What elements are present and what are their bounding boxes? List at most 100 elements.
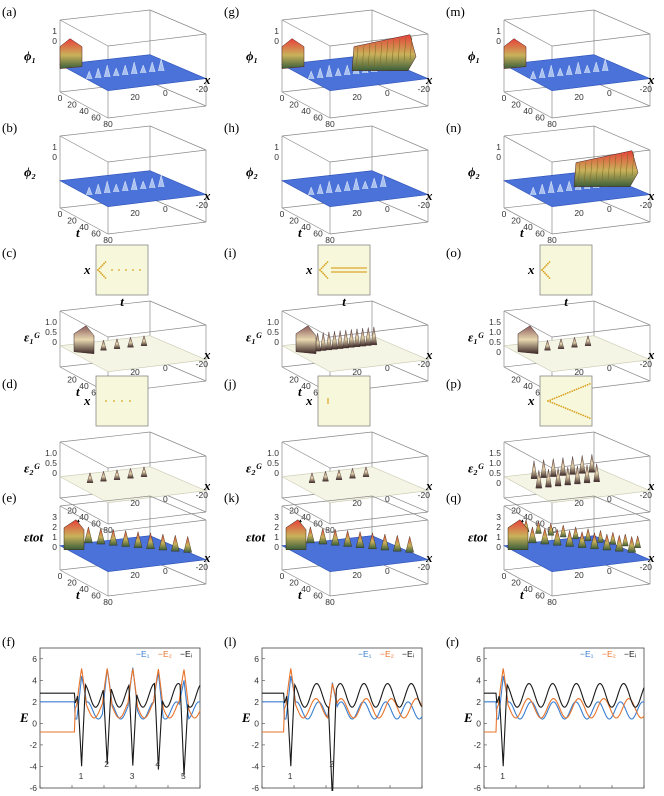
box-edge	[149, 9, 207, 35]
ripple-mark	[113, 183, 120, 193]
total-spike	[615, 535, 624, 552]
panel-label: (l)	[224, 634, 236, 649]
x-tick: -20	[196, 84, 209, 94]
z-tick: 0	[274, 36, 279, 46]
box-edge	[551, 149, 651, 163]
energy-spike	[554, 468, 562, 487]
axis-label-x: x	[203, 347, 211, 362]
ripple-mark	[353, 177, 360, 191]
t-tick: 40	[523, 512, 533, 522]
t-tick: 0	[502, 209, 507, 219]
ripple-mark	[584, 64, 591, 74]
z-tick: 1	[52, 532, 57, 542]
z-tick: 0	[496, 478, 501, 488]
curve-E2	[262, 668, 423, 733]
box-edge	[281, 505, 331, 533]
inset-dot	[100, 265, 102, 268]
box-edge	[503, 310, 553, 338]
stripe-rib	[625, 153, 629, 178]
ripple-mark	[317, 183, 324, 195]
inset-dot	[97, 269, 99, 271]
stripe-rib	[583, 161, 587, 186]
x-tick: -20	[196, 490, 209, 500]
z-tick: 1.0	[267, 448, 279, 458]
box-edge	[107, 455, 207, 469]
t-tick: 0	[58, 93, 63, 103]
stripe-rib	[631, 151, 635, 176]
inset-dot	[121, 400, 123, 402]
total-spike	[146, 532, 155, 550]
inset-dot	[573, 410, 576, 413]
energy-spike	[100, 470, 107, 482]
t-tick: 60	[313, 113, 323, 123]
x-tick: 20	[574, 367, 584, 377]
ripple-mark	[149, 177, 156, 189]
inset-dot	[365, 267, 367, 269]
soliton-stripe	[573, 150, 639, 187]
box-edge	[371, 431, 429, 457]
z-tick: 0	[274, 542, 279, 552]
surface-floor	[281, 466, 430, 504]
box-edge	[149, 81, 207, 107]
inset-frame	[317, 375, 371, 427]
box-edge	[551, 324, 651, 338]
axis-label-vertical: ϕ₁	[246, 49, 258, 64]
ripple-mark	[113, 67, 120, 77]
y-tick: 0	[476, 718, 481, 728]
ripple-mark	[140, 180, 147, 190]
legend-entry: −Eᵢ	[624, 649, 636, 659]
surface-floor	[503, 535, 652, 572]
surface-floor	[281, 535, 430, 572]
t-tick: 20	[511, 216, 521, 226]
t-tick: 20	[289, 100, 299, 110]
axis-label-vertical: ε₁ᴳ	[24, 330, 40, 345]
inset-xlabel: t	[120, 294, 124, 309]
ripple-mark	[149, 61, 156, 73]
energy-peak	[517, 325, 539, 354]
inset-dot	[349, 267, 351, 269]
box-edge	[329, 105, 429, 119]
box-edge	[329, 221, 429, 235]
inset-dot	[566, 392, 569, 394]
y-tick: 0	[32, 718, 37, 728]
axis-label-x: x	[647, 188, 655, 203]
t-tick: 60	[535, 113, 545, 123]
inset-dot	[558, 404, 560, 407]
t-tick: 60	[91, 519, 101, 529]
t-tick: 20	[67, 100, 77, 110]
energy-spike	[308, 472, 316, 483]
inset-dot	[547, 275, 549, 278]
inset-dot	[345, 267, 347, 269]
inset-dot	[326, 261, 329, 263]
box-edge	[551, 221, 651, 235]
box-edge	[503, 431, 595, 443]
total-spike	[405, 536, 414, 553]
t-tick: 40	[301, 381, 311, 391]
z-tick: 0	[52, 36, 57, 46]
axis-label-t: t	[298, 587, 302, 602]
energy-spike	[557, 338, 565, 349]
box-edge	[107, 149, 207, 163]
soliton-peak	[503, 38, 527, 69]
t-tick: 40	[301, 222, 311, 232]
total-spike	[380, 533, 390, 551]
panel-label: (r)	[446, 634, 459, 649]
t-tick: 0	[502, 571, 507, 581]
box-edge	[329, 33, 429, 47]
z-tick: 3	[496, 512, 501, 522]
energy-spike	[140, 335, 148, 346]
total-spike	[565, 530, 574, 547]
legend-entry: −E₁	[136, 649, 150, 659]
x-tick: 0	[607, 566, 612, 576]
inset-dot	[541, 269, 543, 271]
ripple-mark	[308, 186, 315, 196]
inset-dot	[319, 269, 321, 271]
ripple-mark	[575, 61, 582, 75]
box-edge	[281, 19, 331, 47]
inset-dot	[333, 267, 335, 269]
stripe-rib	[397, 38, 401, 63]
inset-dot	[355, 271, 357, 273]
